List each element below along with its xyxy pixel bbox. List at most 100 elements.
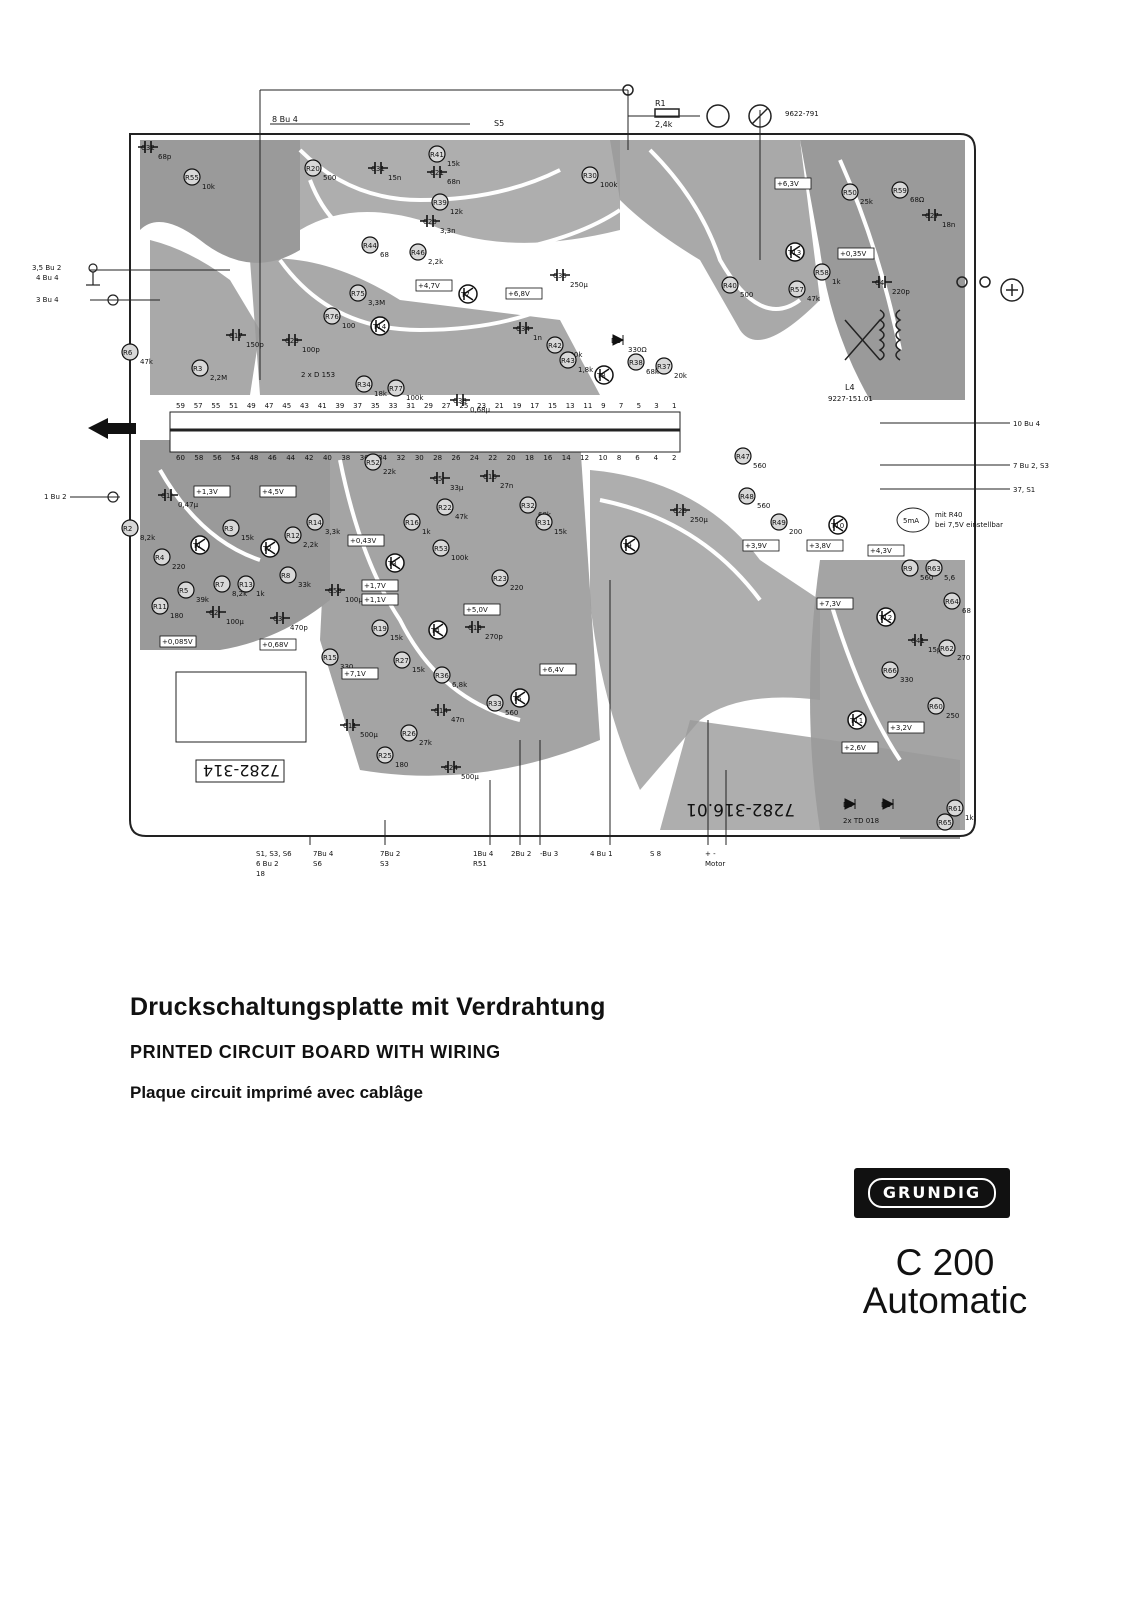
component-ref: C26: [673, 507, 687, 515]
component-ref: R60: [929, 703, 943, 711]
voltage-value: +0,68V: [262, 641, 288, 649]
terminal-number: 59: [176, 402, 185, 410]
component-value: 330: [900, 676, 913, 684]
component-ref: D3: [843, 801, 853, 809]
component-ref: R23: [493, 575, 507, 583]
component-ref: R43: [561, 357, 575, 365]
component-ref: R22: [438, 504, 452, 512]
component-value: 100µ: [345, 596, 363, 604]
component-ref: C35: [553, 272, 567, 280]
terminal-number: 32: [396, 454, 405, 462]
component-value: 150p: [246, 341, 264, 349]
voltage-value: +1,3V: [196, 488, 218, 496]
component-ref: R65: [938, 819, 952, 827]
terminal-number: 57: [194, 402, 203, 410]
component-ref: D2: [881, 801, 891, 809]
right-label-37-s1: 37, S1: [1013, 486, 1035, 494]
component-ref: R41: [430, 151, 444, 159]
component-value: 8,2k: [140, 534, 156, 542]
component-t14: T14: [370, 316, 390, 336]
terminal-number: 51: [229, 402, 238, 410]
terminal-number: 4: [654, 454, 659, 462]
component-ref: C20: [423, 218, 437, 226]
component-ref: C34: [516, 325, 530, 333]
left-label-35bu2: 3,5 Bu 2: [32, 264, 61, 272]
component-value: 100k: [600, 181, 618, 189]
bottom-wire-label: 18: [256, 870, 265, 878]
component-ref: R33: [488, 700, 502, 708]
terminal-number: 54: [231, 454, 240, 462]
model-number: C 200: [895, 1242, 995, 1283]
terminal-number: 21: [495, 402, 504, 410]
bottom-wire-label: 1Bu 4: [473, 850, 494, 858]
component-ref: R16: [405, 519, 419, 527]
model-name: C 200 Automatic: [830, 1244, 1060, 1320]
component-value: 2,2k: [303, 541, 319, 549]
label-connector-code: 9622-791: [785, 110, 819, 118]
component-value: 22k: [383, 468, 397, 476]
component-value: 3,3M: [368, 299, 385, 307]
component-value: 470p: [290, 624, 308, 632]
voltage-testpoint: +4,7V: [415, 279, 453, 292]
component-value: 12k: [450, 208, 464, 216]
voltage-testpoint: +3,9V: [742, 539, 780, 552]
terminal-number: 10: [599, 454, 608, 462]
component-ref: C21: [430, 169, 444, 177]
component-ref: R14: [308, 519, 322, 527]
model-variant: Automatic: [862, 1280, 1028, 1321]
terminal-number: 40: [323, 454, 332, 462]
meter-note-2: bei 7,5V einstellbar: [935, 521, 1003, 529]
bottom-wire-label: 6 Bu 2: [256, 860, 279, 868]
terminal-number: 39: [335, 402, 344, 410]
heading-english: PRINTED CIRCUIT BOARD WITH WIRING: [130, 1042, 501, 1062]
voltage-value: +3,9V: [745, 542, 767, 550]
component-c1: C10,47µ: [158, 489, 199, 509]
component-value: 560: [753, 462, 766, 470]
component-value: 0,47µ: [178, 501, 199, 509]
terminal-number: 18: [525, 454, 534, 462]
component-ref: R5: [179, 587, 188, 595]
component-d2: D2: [881, 798, 895, 810]
terminal-number: 15: [548, 402, 557, 410]
voltage-value: +3,2V: [890, 724, 912, 732]
voltage-value: +2,6V: [844, 744, 866, 752]
component-ref: C14: [434, 707, 448, 715]
terminal-strip: [169, 411, 681, 453]
component-ref: R6: [123, 349, 133, 357]
component-ref: R55: [185, 174, 199, 182]
terminal-number: 26: [452, 454, 461, 462]
component-c2: C2 100µ: [206, 606, 244, 626]
svg-text:7282-316.01: 7282-316.01: [686, 799, 795, 819]
component-ref: C2: [209, 609, 218, 617]
bottom-wire-label: 7Bu 4: [313, 850, 334, 858]
terminal-number: 24: [470, 454, 479, 462]
terminal-number: 27: [442, 402, 451, 410]
component-value: 68Ω: [910, 196, 925, 204]
component-ref: R20: [306, 165, 320, 173]
component-ref: R19: [373, 625, 387, 633]
component-t1: T1: [190, 535, 210, 555]
component-value: 100µ: [226, 618, 244, 626]
voltage-testpoint: +3,2V: [887, 721, 925, 734]
voltage-testpoint: +6,8V: [505, 287, 543, 300]
component-value: 39k: [196, 596, 210, 604]
component-value: 15n: [388, 174, 401, 182]
heading-french: Plaque circuit imprimé avec cablâge: [130, 1083, 423, 1102]
bottom-wire-label: S1, S3, S6: [256, 850, 292, 858]
component-value: 250µ: [570, 281, 588, 289]
